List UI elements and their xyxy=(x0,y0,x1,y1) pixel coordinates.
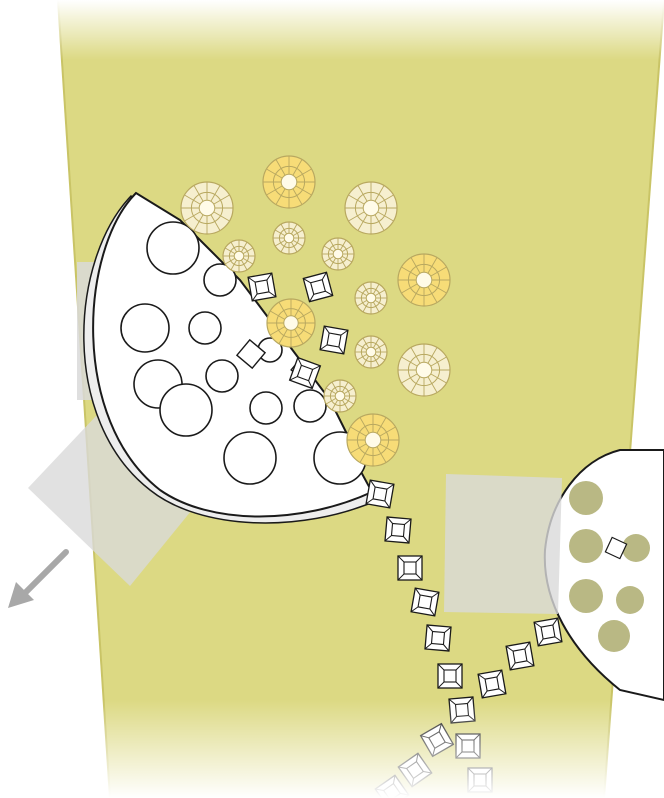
gem xyxy=(324,380,356,412)
slab-hole xyxy=(189,312,221,344)
fade-top xyxy=(0,0,664,60)
stud xyxy=(506,642,534,670)
gem xyxy=(322,238,354,270)
slab-hole xyxy=(206,360,238,392)
olive-dot xyxy=(569,579,603,613)
olive-dot xyxy=(622,534,650,562)
stud xyxy=(398,556,422,580)
gem xyxy=(263,156,315,208)
stud xyxy=(320,326,348,354)
gem xyxy=(355,336,387,368)
grey-panel-right xyxy=(444,474,562,614)
olive-dot xyxy=(598,620,630,652)
stud xyxy=(303,272,332,301)
slab-hole xyxy=(121,304,169,352)
olive-dot xyxy=(569,529,603,563)
stud xyxy=(385,517,411,543)
olive-dot xyxy=(569,481,603,515)
gem xyxy=(347,414,399,466)
gem xyxy=(398,344,450,396)
slab-hole xyxy=(250,392,282,424)
fade-bottom xyxy=(0,700,664,798)
gem xyxy=(223,240,255,272)
gem xyxy=(273,222,305,254)
stud xyxy=(411,588,439,616)
slab-hole xyxy=(160,384,212,436)
slab-hole xyxy=(224,432,276,484)
stud xyxy=(366,480,394,508)
stud xyxy=(248,273,276,301)
gem xyxy=(345,182,397,234)
gem xyxy=(181,182,233,234)
stud xyxy=(478,670,506,698)
gem xyxy=(398,254,450,306)
stud xyxy=(438,664,462,688)
gem xyxy=(267,299,315,347)
gem xyxy=(355,282,387,314)
stud xyxy=(425,625,451,651)
olive-dot xyxy=(616,586,644,614)
slab-hole xyxy=(294,390,326,422)
stud xyxy=(534,618,562,646)
slab-hole xyxy=(147,222,199,274)
